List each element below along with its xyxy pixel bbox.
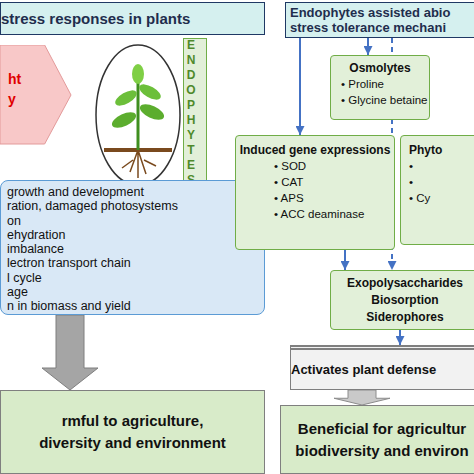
text-stack: Phyto••• Cy <box>409 142 474 206</box>
flow-arrow <box>344 250 346 270</box>
text-stack: Induced gene expressions• SOD• CAT• APS•… <box>274 142 394 222</box>
plant-leaf <box>138 101 167 123</box>
mechanism-box: Osmolytes• Proline• Glycine betaine <box>330 55 430 120</box>
box-text: Biosorption <box>331 292 474 309</box>
box-text: • Proline <box>341 76 429 92</box>
text-stack: ht y <box>0 45 72 145</box>
section-title-box: Endophytes assisted abio stress toleranc… <box>285 2 474 38</box>
plant-roots <box>122 150 156 178</box>
section-title-box: stress responses in plants <box>0 2 265 35</box>
box-text: Activates plant defense <box>291 362 474 377</box>
plant-leaf <box>137 81 163 103</box>
block-arrow <box>42 315 98 390</box>
text-stack: Osmolytes• Proline• Glycine betaine <box>341 60 429 108</box>
defense-band: Activates plant defense <box>290 345 474 390</box>
box-text: Siderophores <box>331 309 474 326</box>
text-stack: Activates plant defense <box>291 362 474 377</box>
flow-arrow <box>299 38 301 135</box>
box-text: Exopolysaccharides <box>331 275 474 292</box>
plant-oval <box>96 45 180 185</box>
box-text: • <box>409 174 474 190</box>
stress-arrow: ht y <box>0 45 72 145</box>
box-text: rmful to agriculture, diversity and envi… <box>30 410 235 454</box>
mechanism-box: ExopolysaccharidesBiosorptionSiderophore… <box>330 270 474 330</box>
chevron-shape <box>0 45 71 144</box>
box-text: l cycle <box>7 271 264 285</box>
box-text: ht <box>8 71 21 87</box>
text-stack: Endophytes assisted abio stress toleranc… <box>290 5 474 35</box>
box-text: Beneficial for agricultur biodiversity a… <box>285 418 474 462</box>
flow-arrow <box>399 330 401 345</box>
box-heading: Phyto <box>409 142 474 158</box>
box-text: stress responses in plants <box>1 10 264 27</box>
plant-stem <box>137 78 140 150</box>
block-arrow <box>334 390 390 405</box>
box-text: imbalance <box>7 242 264 256</box>
box-text: • ACC deaminase <box>274 206 394 222</box>
text-stack: ExopolysaccharidesBiosorptionSiderophore… <box>331 275 474 326</box>
box-text: n in biomass and yield <box>7 299 264 313</box>
plant-leaf <box>113 87 139 109</box>
plant-leaf <box>110 109 139 131</box>
outcome-box: rmful to agriculture, diversity and envi… <box>0 390 265 474</box>
text-stack: growth and developmentration, damaged ph… <box>7 185 264 314</box>
box-text: ehydration <box>7 228 264 242</box>
box-text: • APS <box>274 190 394 206</box>
box-text: on <box>7 214 264 228</box>
box-text: y <box>8 91 16 107</box>
text-stack: Beneficial for agricultur biodiversity a… <box>285 418 474 462</box>
mechanism-box: Induced gene expressions• SOD• CAT• APS•… <box>235 135 395 250</box>
box-heading: Induced gene expressions <box>236 142 394 158</box>
text-stack: stress responses in plants <box>1 10 264 27</box>
box-text: • SOD <box>274 158 394 174</box>
text-stack: rmful to agriculture, diversity and envi… <box>30 410 235 454</box>
box-text: lectron transport chain <box>7 256 264 270</box>
box-text: age <box>7 285 264 299</box>
box-text: ration, damaged photosystems <box>7 199 264 213</box>
box-text: ENDOPHYTES <box>184 38 198 188</box>
plant-bud <box>132 64 144 84</box>
text-stack: ENDOPHYTES <box>184 38 206 188</box>
endophytes-banner: ENDOPHYTES <box>183 38 207 188</box>
response-list-box: growth and developmentration, damaged ph… <box>0 180 265 315</box>
box-text: growth and development <box>7 185 264 199</box>
flow-arrow <box>367 38 369 55</box>
box-text: Endophytes assisted abio stress toleranc… <box>290 5 474 35</box>
box-heading: Osmolytes <box>331 60 429 76</box>
box-text: • Cy <box>409 190 474 206</box>
outcome-box: Beneficial for agricultur biodiversity a… <box>280 405 474 474</box>
box-text: • <box>409 158 474 174</box>
box-text: • CAT <box>274 174 394 190</box>
mechanism-box: Phyto••• Cy <box>400 135 474 245</box>
box-text: • Glycine betaine <box>341 92 429 108</box>
